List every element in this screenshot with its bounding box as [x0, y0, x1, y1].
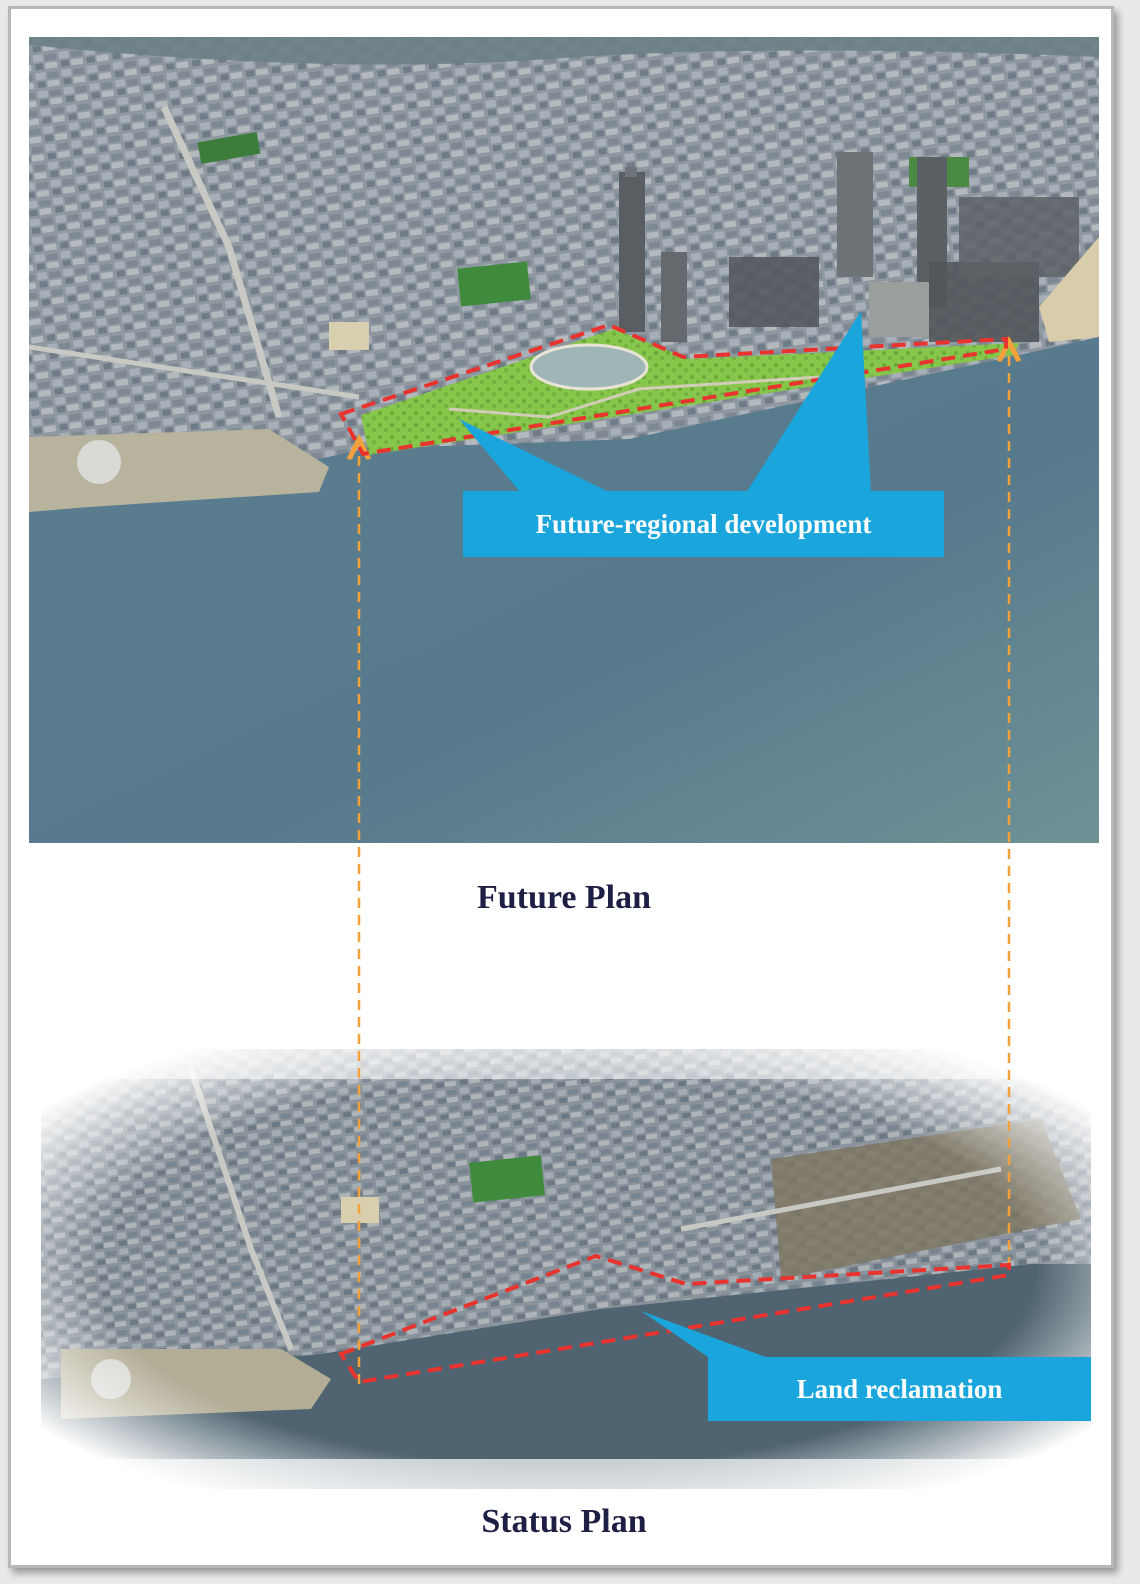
status-plan-aerial-image	[41, 1049, 1091, 1489]
future-plan-title: Future Plan	[476, 879, 652, 916]
land-reclamation-callout: Land reclamation	[708, 1357, 1091, 1421]
status-plan-title: Status Plan	[481, 1503, 647, 1540]
figure-frame: Future-regional development Future Plan …	[8, 6, 1114, 1568]
future-plan-aerial-image	[29, 37, 1099, 843]
future-development-callout: Future-regional development	[463, 491, 944, 557]
